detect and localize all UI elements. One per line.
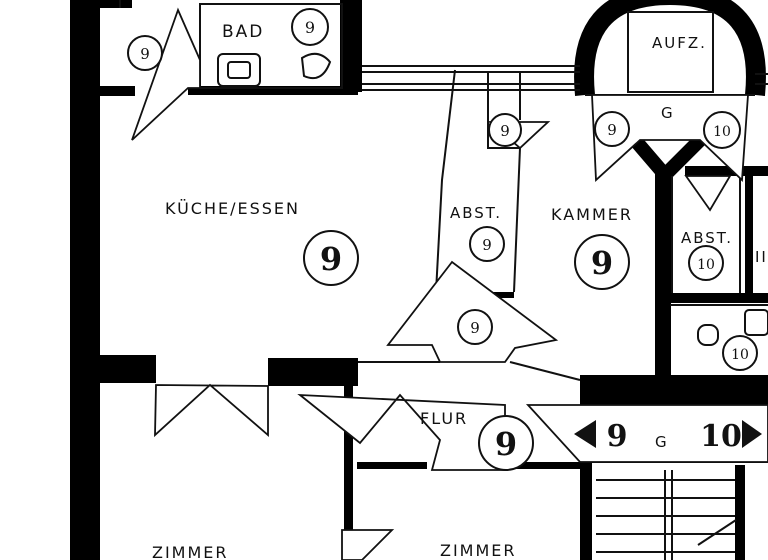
- room-label-abst1: ABST.: [450, 204, 502, 222]
- marker-abst1-door: [488, 113, 522, 147]
- marker-abst1: [469, 226, 505, 262]
- marker-lift-left: [594, 111, 630, 147]
- svg-text:9: 9: [500, 122, 510, 140]
- door-arrow-zimmer: [341, 529, 395, 560]
- marker-numbers: 9 9 9 9 9 9 9 10 10 10 9 9 9 10: [140, 18, 749, 463]
- room-label-g-stair: G: [655, 433, 669, 451]
- marker-flur-door: [457, 309, 493, 345]
- marker-abst2: [688, 245, 724, 281]
- marker-flur: [478, 415, 534, 471]
- door-arrow-kueche: [154, 383, 269, 438]
- svg-text:10: 10: [713, 124, 731, 140]
- bath-fixtures: [217, 52, 768, 346]
- room-label-bad: BAD: [222, 22, 264, 42]
- room-label-zimmer1: ZIMMER: [152, 543, 229, 560]
- marker-kueche: [303, 230, 359, 286]
- marker-right-room: [722, 335, 758, 371]
- markers: [127, 8, 758, 471]
- svg-text:9: 9: [607, 121, 617, 139]
- svg-text:10: 10: [700, 419, 742, 454]
- svg-text:9: 9: [470, 319, 480, 337]
- arrow-right-icon: [742, 420, 762, 448]
- room-label-abst2: ABST.: [681, 229, 733, 247]
- room-label-zimmer2: ZIMMER: [440, 541, 517, 560]
- door-arrow-stair: [525, 404, 768, 463]
- marker-lift-right: [703, 111, 741, 149]
- svg-text:9: 9: [607, 419, 628, 454]
- svg-text:9: 9: [482, 236, 492, 254]
- lift-shaft-wall: [574, 0, 766, 96]
- lift-wall-v: [629, 135, 705, 186]
- svg-text:9: 9: [495, 425, 517, 463]
- marker-kammer: [574, 234, 630, 290]
- svg-text:9: 9: [591, 244, 613, 282]
- walls: [70, 0, 768, 560]
- room-label-g-lift: G: [661, 104, 675, 122]
- room-label-flur: FLUR: [420, 409, 468, 428]
- svg-text:9: 9: [140, 45, 150, 63]
- marker-bad: [291, 8, 329, 46]
- room-label-kueche: KÜCHE/ESSEN: [165, 199, 300, 218]
- door-arrow-abst2: [684, 175, 732, 212]
- room-label-aufzug: AUFZ.: [652, 34, 707, 52]
- svg-text:10: 10: [697, 257, 715, 273]
- room-label-kammer: KAMMER: [551, 205, 633, 224]
- svg-text:10: 10: [731, 347, 749, 363]
- svg-text:9: 9: [305, 18, 315, 37]
- room-label-partial: II: [755, 248, 768, 266]
- arrow-left-icon: [574, 420, 596, 448]
- door-arrow-flur: [297, 393, 506, 471]
- svg-text:9: 9: [320, 240, 342, 278]
- marker-bad-left: [127, 35, 163, 71]
- door-arrow-bad: [131, 7, 201, 141]
